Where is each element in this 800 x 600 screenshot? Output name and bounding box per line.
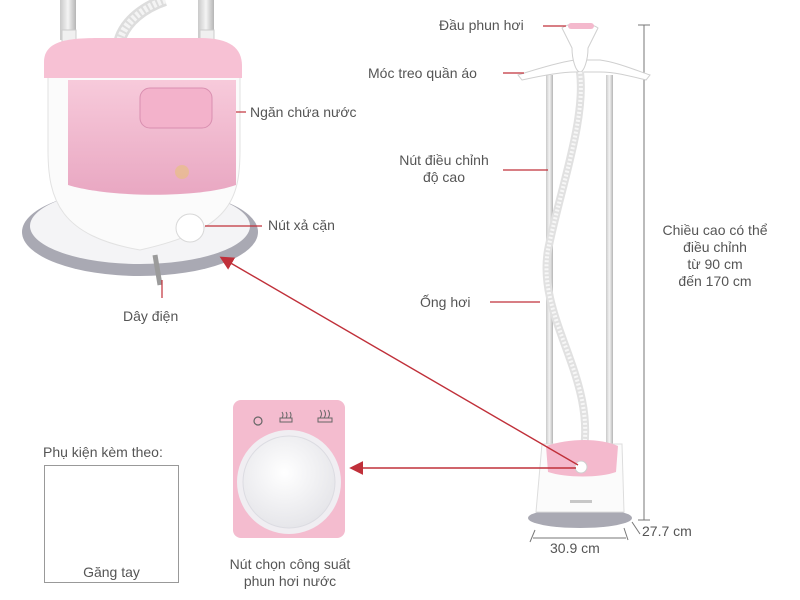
label-accessories: Phụ kiện kèm theo:: [43, 444, 163, 460]
label-power-knob: Nút chọn công suất phun hơi nước: [229, 556, 351, 589]
steam-high-icon: [317, 409, 333, 423]
label-hanger: Móc treo quần áo: [368, 65, 477, 81]
label-tank: Ngăn chứa nước: [250, 104, 357, 120]
power-knob-panel: [233, 400, 345, 538]
label-power-cord: Dây điện: [123, 308, 179, 324]
steam-low-icon: [279, 411, 293, 423]
steam-off-icon: [253, 416, 263, 426]
zoomed-base-leaders: [161, 111, 262, 298]
label-width: 30.9 cm: [550, 540, 600, 556]
accessory-gloves-box: [44, 465, 179, 583]
arrow-to-drain: [219, 256, 579, 466]
label-gloves: Găng tay: [83, 564, 140, 580]
label-height-range: Chiều cao có thể điều chỉnh từ 90 cm đến…: [662, 222, 768, 289]
label-height-knob: Nút điều chỉnh độ cao: [399, 152, 489, 185]
label-depth: 27.7 cm: [642, 523, 692, 539]
full-steamer: [517, 23, 651, 543]
zoomed-base: [22, 0, 258, 286]
label-steam-hose: Ống hơi: [420, 294, 471, 310]
full-steamer-leaders: [490, 25, 566, 303]
label-nozzle: Đầu phun hơi: [439, 17, 524, 33]
label-drain: Nút xả cặn: [268, 217, 335, 233]
